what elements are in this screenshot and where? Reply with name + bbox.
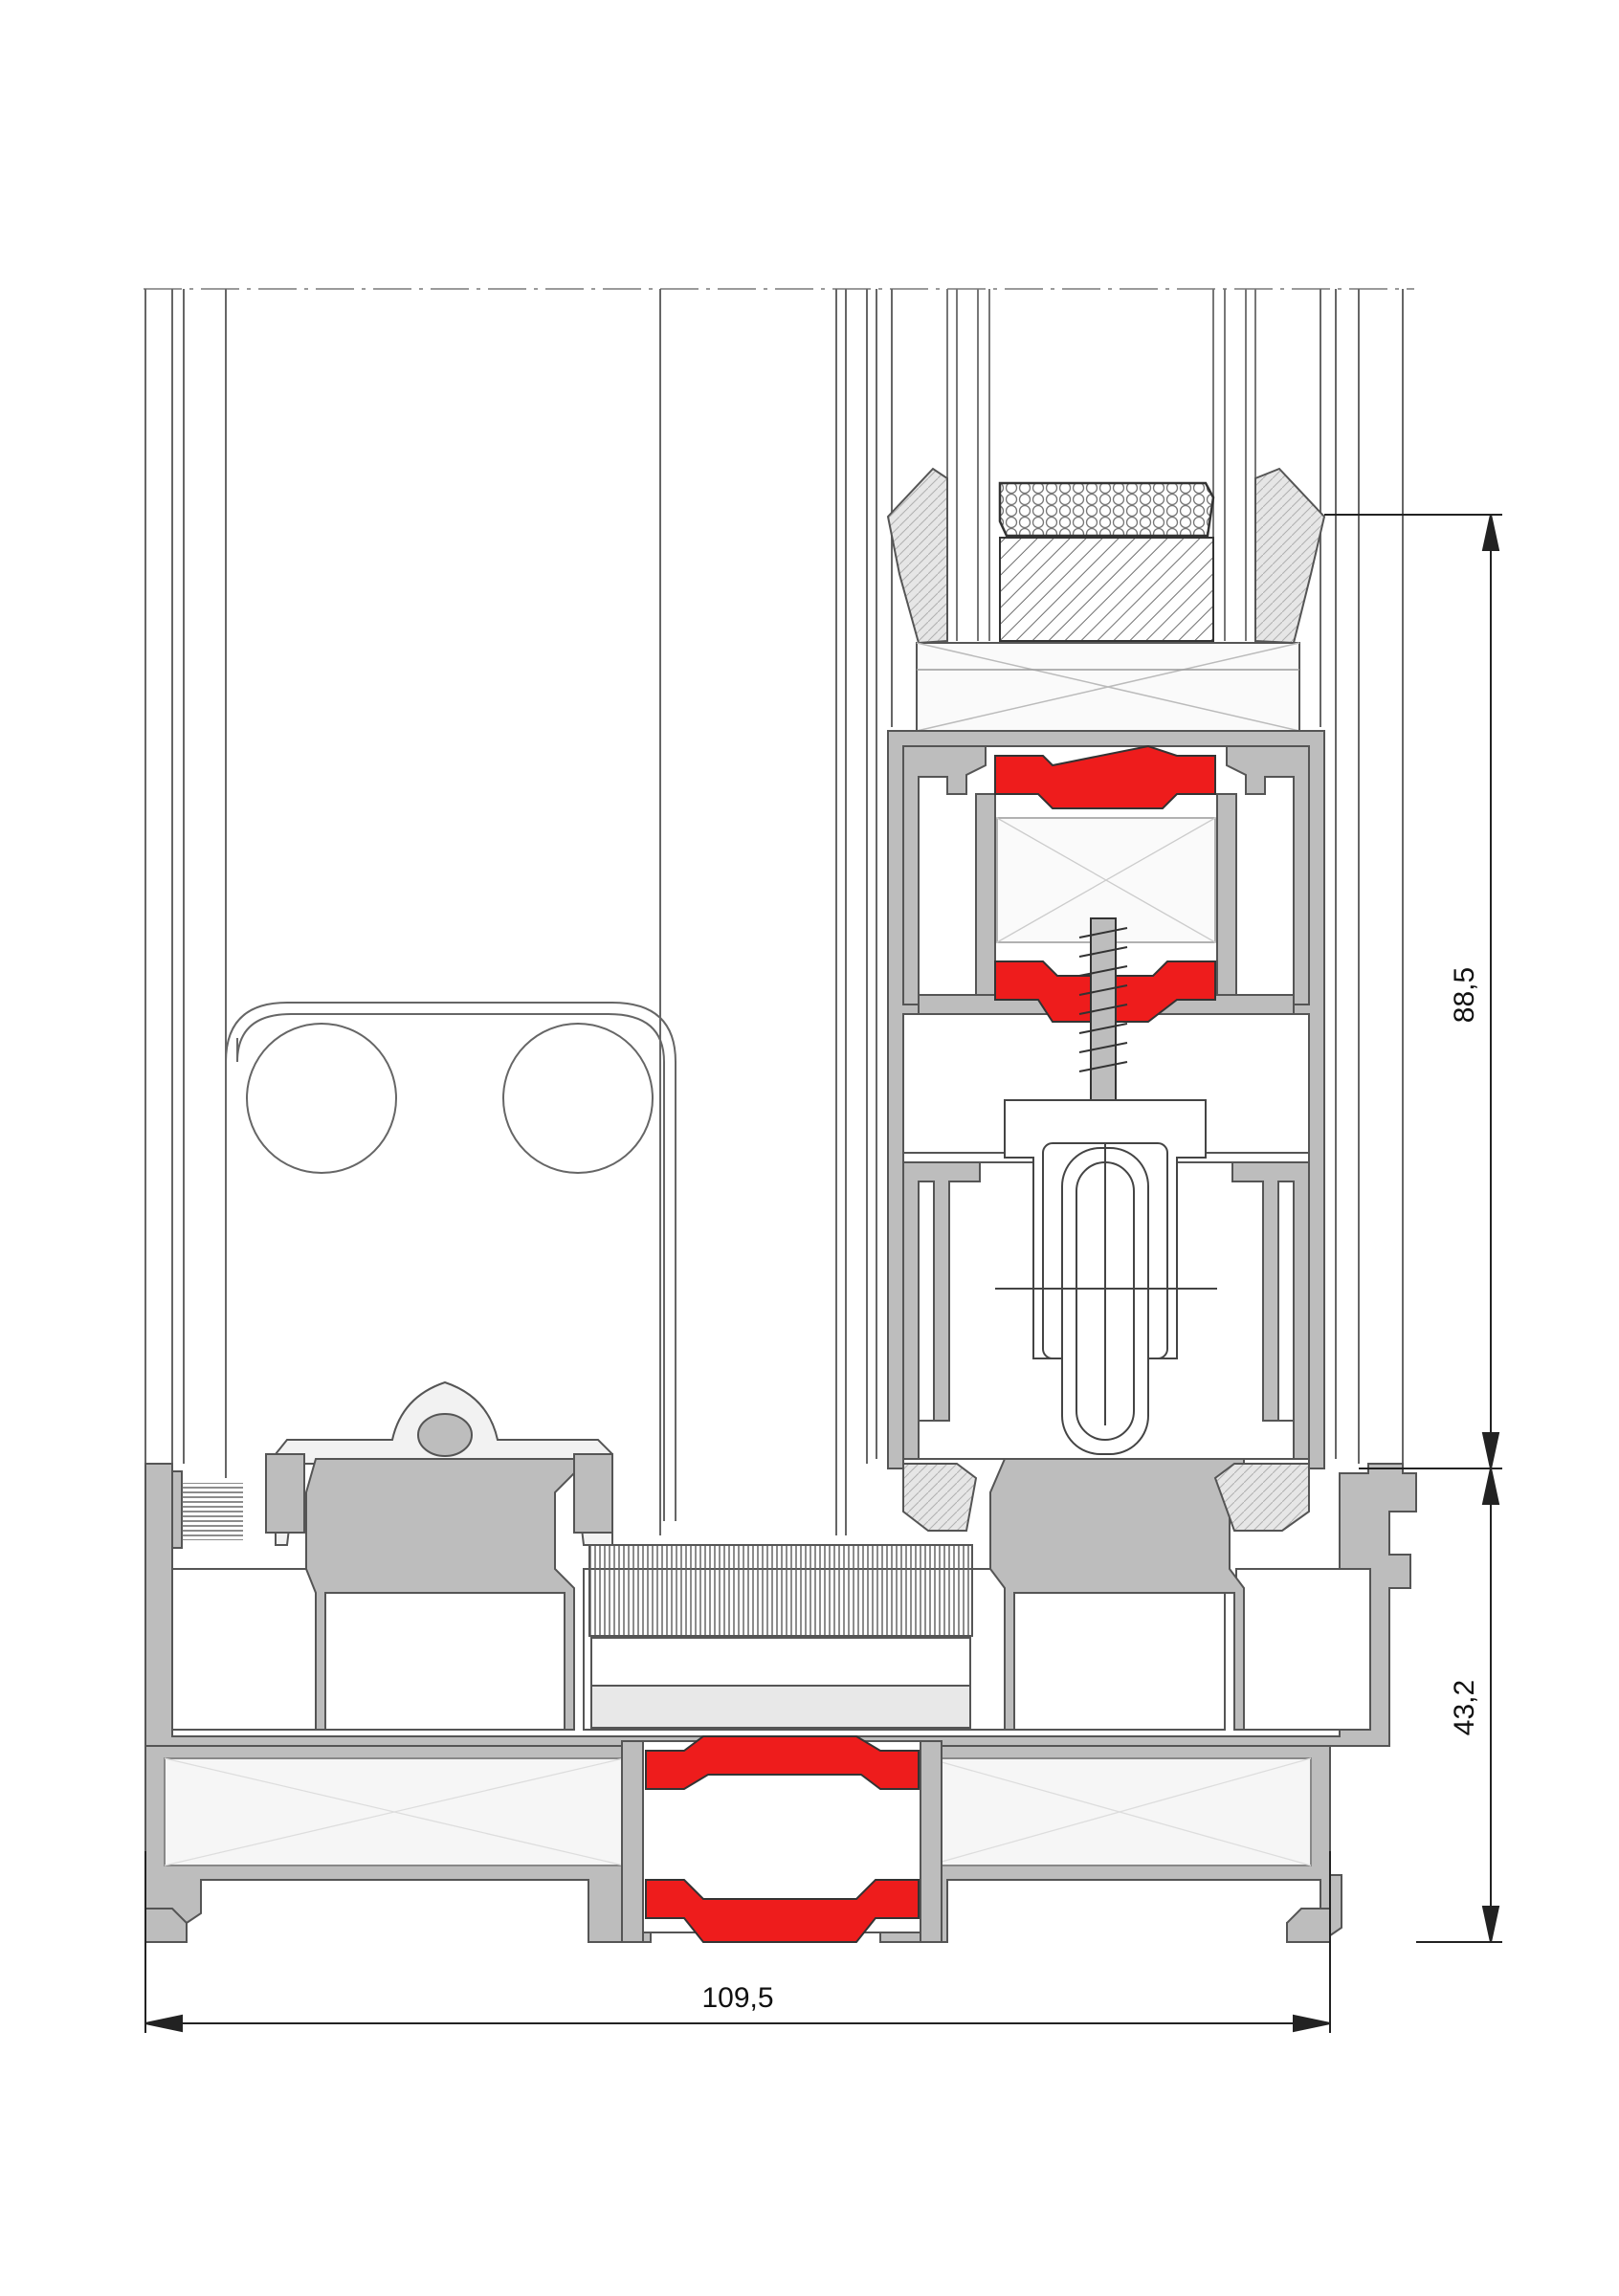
thermal-break-frame-top — [645, 1735, 920, 1790]
dimension-lines — [144, 514, 1502, 2033]
right-sliding-sash — [876, 289, 1404, 1469]
center-brush-pile — [588, 1544, 973, 1637]
lock-hole-left — [246, 1023, 397, 1174]
dimension-height-lower: 43,2 — [1449, 1680, 1480, 1735]
spacer-desiccant — [998, 481, 1215, 538]
thermal-break-sash-top — [994, 744, 1216, 809]
glazing-gasket-right — [1254, 467, 1326, 645]
lock-hole-right — [502, 1023, 654, 1174]
glazing-gasket-left — [886, 467, 948, 645]
right-sash-gaskets — [902, 1463, 1310, 1532]
thermal-break-frame-bottom — [645, 1879, 920, 1943]
left-fixed-sash — [144, 289, 868, 1535]
spacer-sealant — [999, 537, 1214, 642]
dimension-width: 109,5 — [701, 1982, 773, 2014]
roller-carriage — [995, 1099, 1217, 1455]
dimension-height-upper: 88,5 — [1449, 967, 1480, 1023]
outer-frame — [144, 1463, 1417, 1943]
side-channels — [902, 1161, 1310, 1460]
lock-plate — [225, 1002, 676, 1521]
